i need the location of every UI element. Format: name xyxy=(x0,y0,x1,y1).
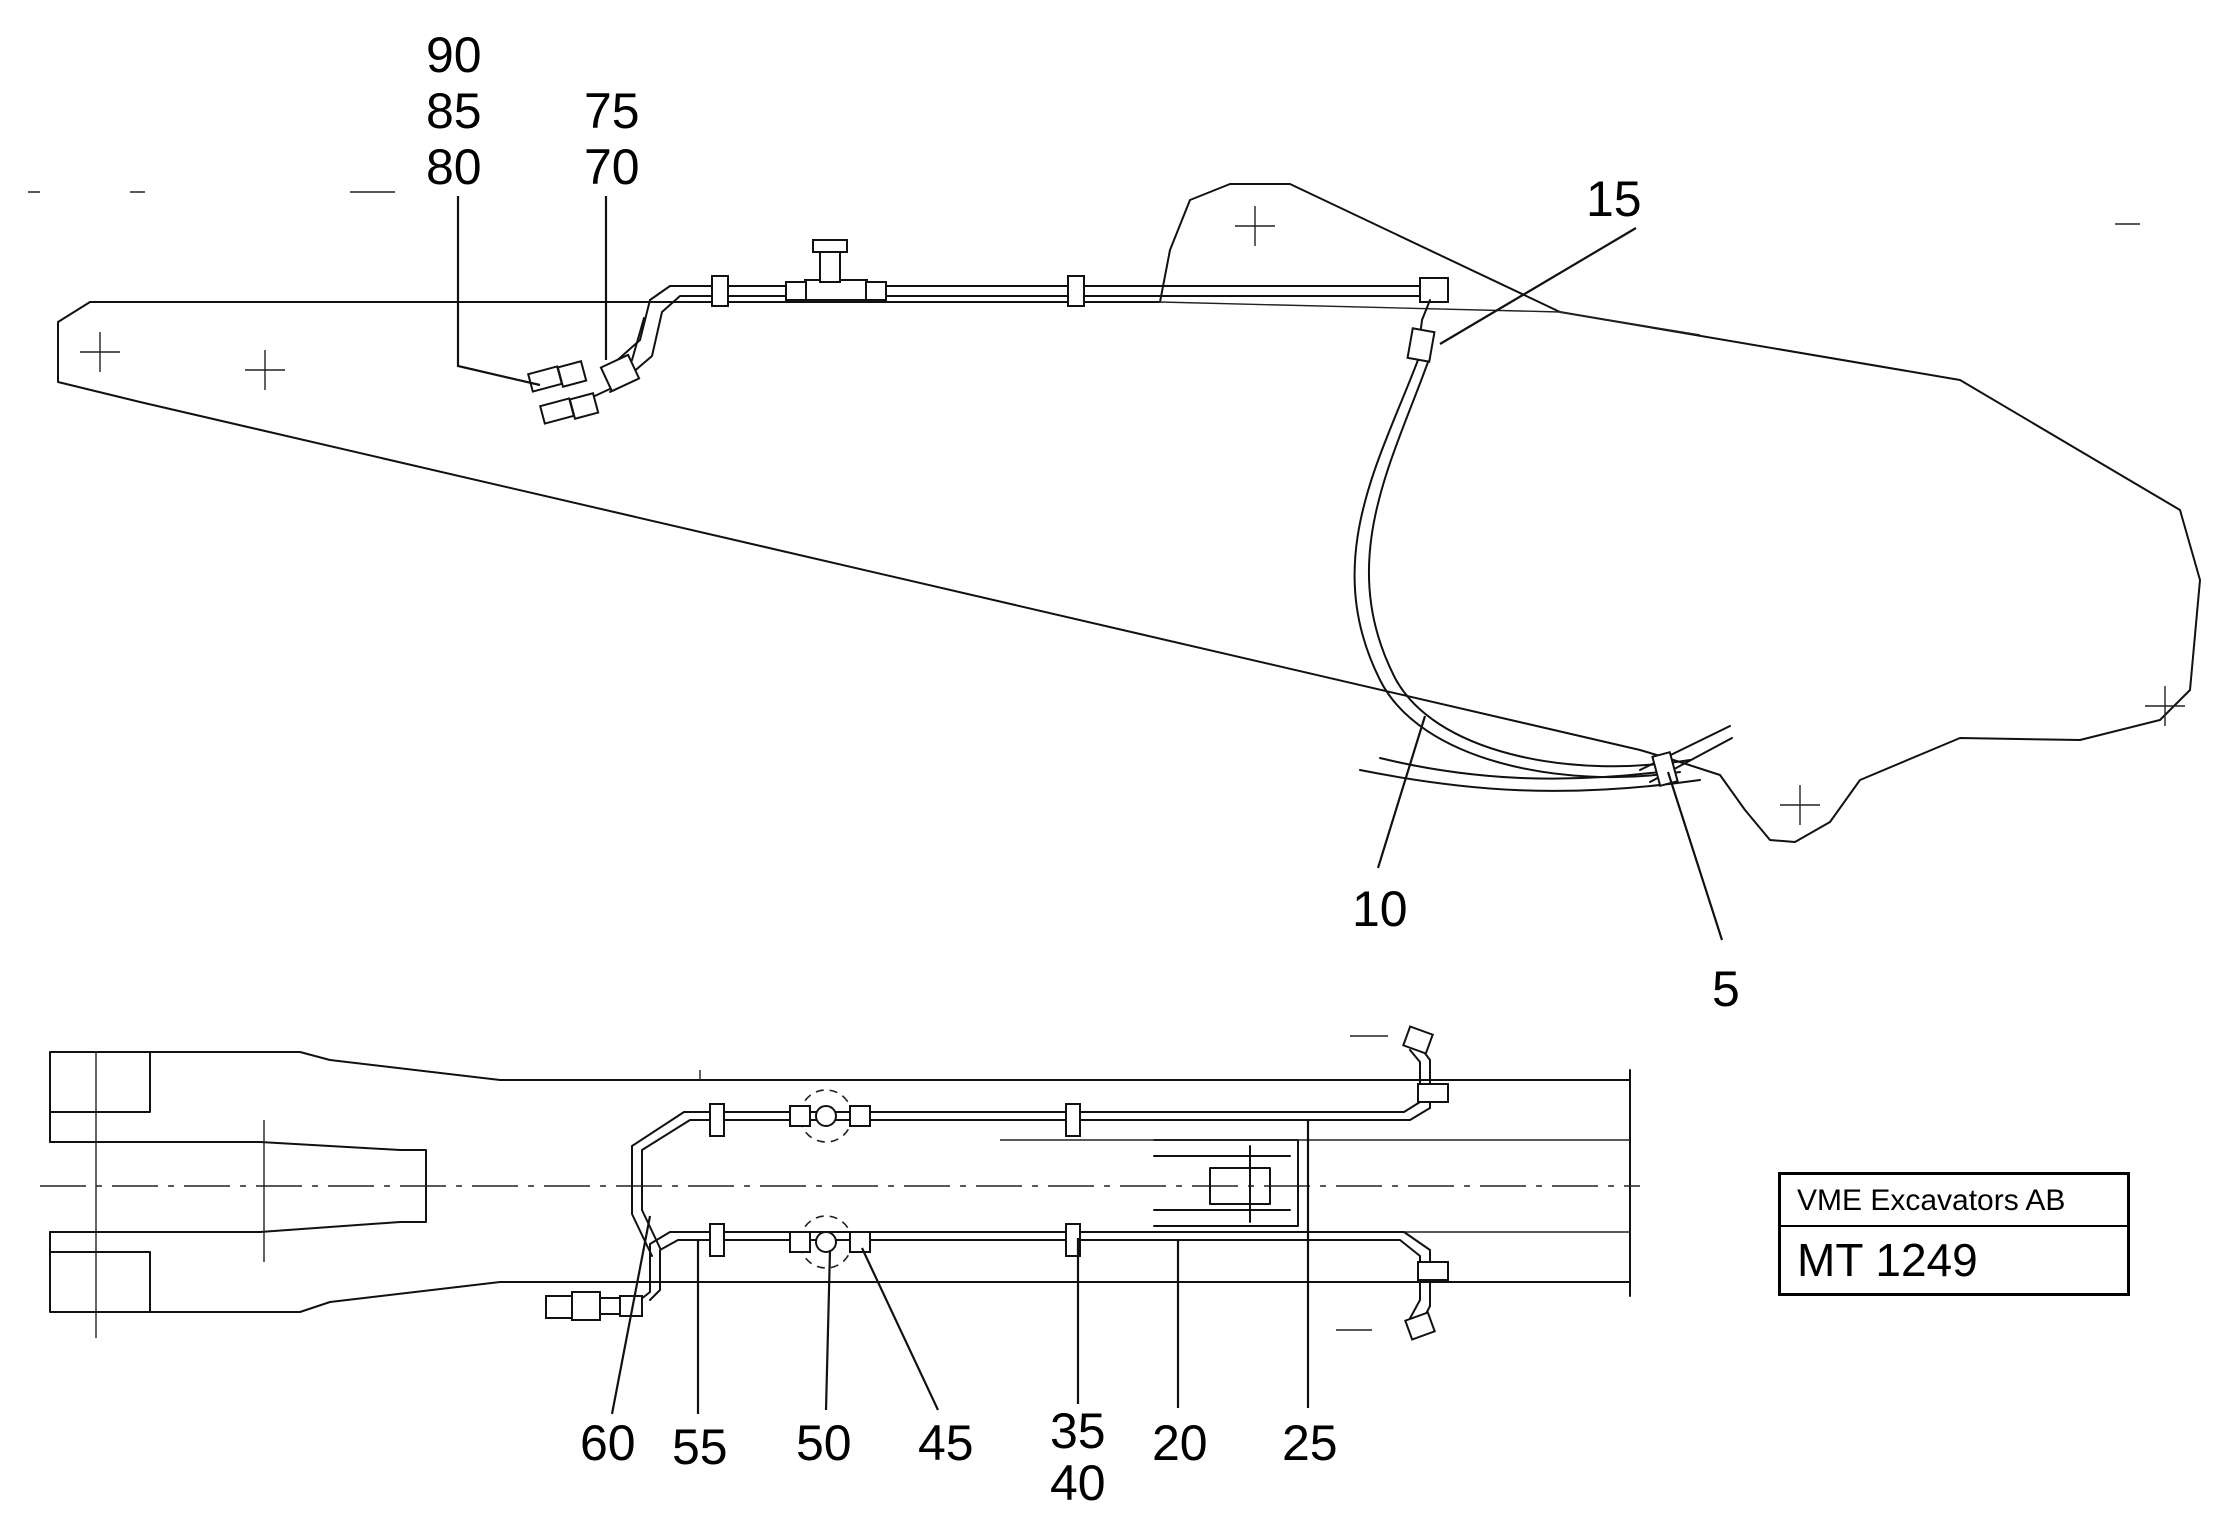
callout-60: 60 xyxy=(580,1415,636,1471)
callout-40: 40 xyxy=(1050,1455,1106,1511)
pin-marks xyxy=(80,206,2185,825)
company-name: VME Excavators AB xyxy=(1781,1175,2127,1227)
callout-25: 25 xyxy=(1282,1415,1338,1471)
callout-80: 80 xyxy=(426,139,482,195)
callout-45: 45 xyxy=(918,1415,974,1471)
title-block: VME Excavators AB MT 1249 xyxy=(1778,1172,2130,1296)
callout-20: 20 xyxy=(1152,1415,1208,1471)
boom-plan-view xyxy=(40,1035,1640,1338)
hose-loop xyxy=(1353,359,1733,792)
boom-side-view xyxy=(28,183,2201,843)
callout-10: 10 xyxy=(1352,881,1408,937)
drawing-number: MT 1249 xyxy=(1797,1234,1978,1286)
boom-top-pipes xyxy=(526,239,1449,425)
callout-labels: 90 85 80 75 70 15 10 5 60 55 50 45 35 40… xyxy=(426,27,1740,1511)
callout-90: 90 xyxy=(426,27,482,83)
top-leaders xyxy=(456,196,1724,941)
callout-35: 35 xyxy=(1050,1403,1106,1459)
callout-50: 50 xyxy=(796,1415,852,1471)
callout-5: 5 xyxy=(1712,961,1740,1017)
callout-55: 55 xyxy=(672,1419,728,1475)
plan-leaders xyxy=(610,1120,1310,1415)
callout-70: 70 xyxy=(584,139,640,195)
callout-15: 15 xyxy=(1586,171,1642,227)
callout-85: 85 xyxy=(426,83,482,139)
callout-75: 75 xyxy=(584,83,640,139)
plan-pipes xyxy=(545,1025,1449,1341)
